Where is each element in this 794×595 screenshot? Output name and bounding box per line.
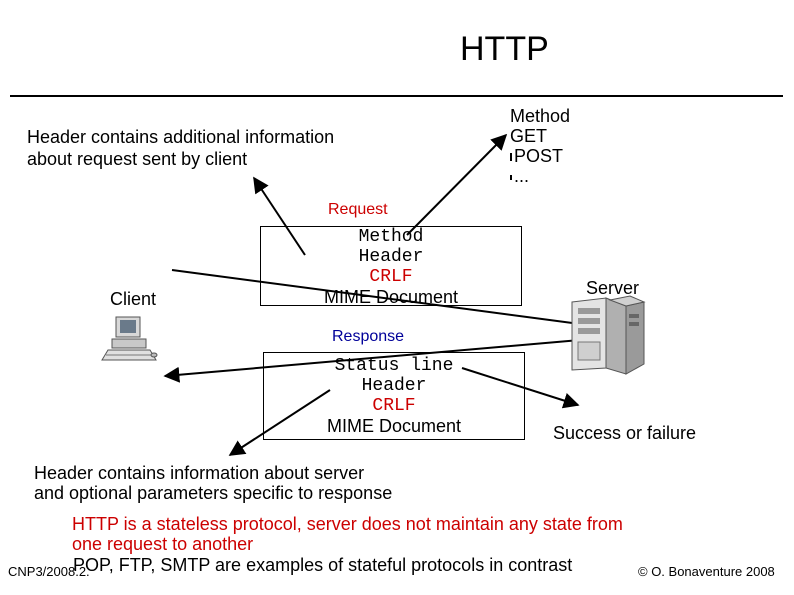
stateful-note: POP, FTP, SMTP are examples of stateful … [73,555,573,575]
method-list-item: GET [510,126,548,146]
request-method-line: Method [358,227,424,247]
request-mime-line: MIME Document [323,287,459,307]
request-flow-arrow [171,269,597,333]
response-status-line: Status line [334,356,454,376]
footer-left: CNP3/2008.2. [8,564,90,579]
response-header-note: Header contains information about server… [34,463,393,503]
request-label: Request [328,201,388,218]
request-header-arrow [253,176,306,256]
bullet-icon [510,174,512,180]
outcome-label: Success or failure [553,423,697,443]
method-list-heading: Method [510,106,571,126]
request-crlf-line: CRLF [369,267,413,287]
footer-right: © O. Bonaventure 2008 [638,564,775,579]
method-list: Method GET POST ... [510,106,570,186]
title-rule [10,95,783,97]
request-header-note: Header contains additional information a… [27,127,335,169]
response-header-arrow [228,389,331,456]
stateless-note: HTTP is a stateless protocol, server doe… [72,514,623,554]
response-header-line: Header [361,376,427,396]
client-computer-icon [101,316,158,361]
response-box: Status line Header CRLF MIME Document [263,352,525,440]
slide-title: HTTP [460,30,549,68]
method-list-item: ... [510,166,570,186]
response-label: Response [332,328,405,345]
request-box: Method Header CRLF MIME Document [260,226,522,307]
server-label: Server [586,278,640,298]
method-arrow [406,133,508,236]
client-label: Client [110,289,157,309]
server-icon [571,295,646,375]
bullet-icon [510,153,512,162]
request-header-line: Header [358,247,424,267]
method-list-item: POST [510,146,570,166]
response-crlf-line: CRLF [372,396,416,416]
response-mime-line: MIME Document [326,416,462,436]
status-arrow [461,367,580,409]
response-flow-arrow [163,339,581,383]
